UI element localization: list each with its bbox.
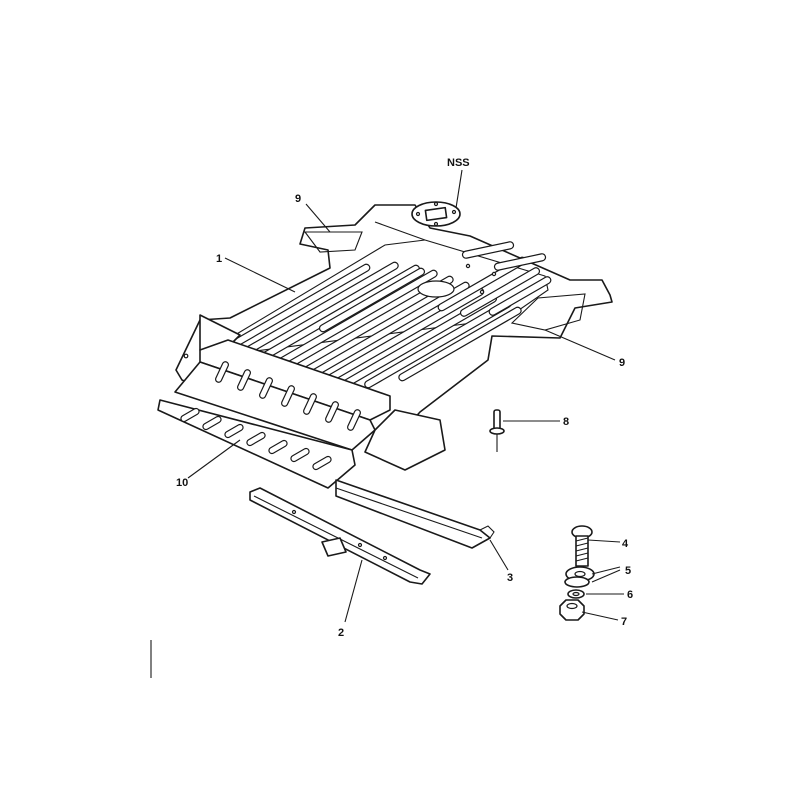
- callout-7: 7: [621, 616, 627, 628]
- callout-nss: NSS: [447, 157, 470, 169]
- rivet-part-8: [489, 409, 505, 452]
- centre-hole: [417, 280, 455, 298]
- callout-1: 1: [216, 253, 222, 265]
- callout-9-top: 9: [295, 193, 301, 205]
- callout-3: 3: [507, 572, 513, 584]
- callout-9-right: 9: [619, 357, 625, 369]
- nut-part-7: [559, 599, 585, 621]
- callout-labels: NSS 9 1 9 8 10 3 2 4 5 6 7: [176, 157, 633, 639]
- heel-board-slots: [180, 361, 361, 471]
- callout-2: 2: [338, 627, 344, 639]
- callout-4: 4: [622, 538, 629, 550]
- crossmember-part-2: [249, 487, 431, 585]
- callout-5: 5: [625, 565, 631, 577]
- callout-8: 8: [563, 416, 569, 428]
- callout-10: 10: [176, 477, 188, 489]
- right-gusset: [364, 409, 446, 471]
- heel-board: [157, 314, 446, 489]
- floor-ribs: [229, 241, 552, 390]
- leader-lines: [187, 169, 624, 623]
- callout-6: 6: [627, 589, 633, 601]
- bolt-part-4: [571, 525, 593, 567]
- washer-part-5: [564, 566, 595, 588]
- nss-plate: [411, 201, 461, 227]
- washer-part-6: [567, 589, 585, 599]
- rail-part-3: [335, 479, 495, 549]
